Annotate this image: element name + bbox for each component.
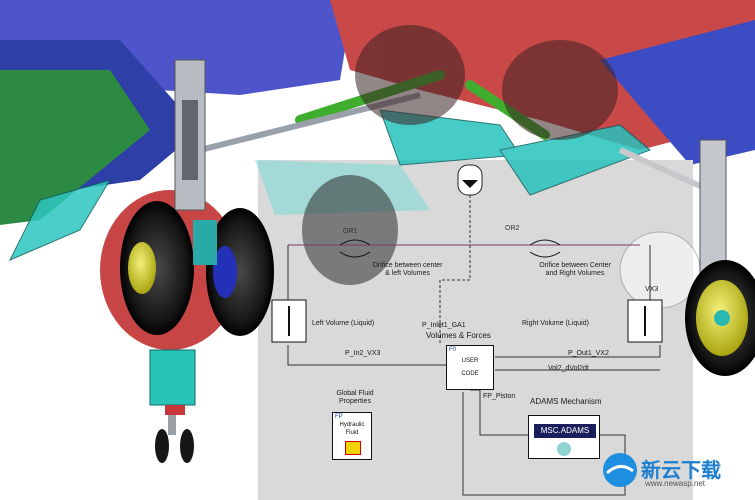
- adams-feedback-wire: [462, 392, 626, 496]
- left-tire-front: [120, 201, 194, 335]
- or1-tag: OR1: [343, 228, 358, 235]
- nose-tire-right: [180, 429, 194, 463]
- vx3-tag: VX3: [645, 286, 659, 293]
- user-code-line2: CODE: [461, 371, 479, 377]
- hydraulic-fluid-block[interactable]: FP Hydraulic Fluid: [332, 412, 372, 460]
- hydraulic-line1: Hydraulic: [339, 422, 365, 428]
- orifice-right-label: Orifice between Center and Right Volumes: [539, 262, 611, 277]
- accumulator-tank: [457, 164, 483, 196]
- p-inlet-wire: [439, 190, 471, 345]
- user-code-tag: F0: [449, 347, 457, 353]
- p-in2-label: P_In2_VX3: [345, 350, 381, 357]
- green-fairing: [0, 70, 150, 225]
- nose-gear-link: [165, 405, 185, 415]
- watermark-logo: [603, 453, 637, 487]
- left-rim-front: [128, 242, 156, 294]
- right-hub: [714, 310, 730, 326]
- right-volume-block: [627, 299, 663, 343]
- p-out-label: P_Out1_VX2: [568, 350, 609, 357]
- right-volume-label: Right Volume (Liquid): [522, 320, 589, 327]
- left-strut-piston: [182, 100, 198, 180]
- adams-mechanism-block[interactable]: MSC.ADAMS: [528, 415, 600, 459]
- p-out-wire: [495, 345, 661, 358]
- fp-tag: FP: [335, 414, 343, 420]
- retracted-wheel-1: [355, 25, 465, 125]
- nose-gear: [149, 349, 196, 463]
- nose-gear-leg: [168, 405, 176, 435]
- vol2-label: Vol2_dVol2dt: [548, 365, 589, 372]
- retracted-wheels: [302, 25, 701, 309]
- outer-door-left: [8, 179, 112, 261]
- right-main-gear: [685, 139, 755, 376]
- p-inlet-label: P_Inlet1_GA1: [422, 322, 466, 329]
- user-code-block[interactable]: F0 USER CODE: [446, 345, 494, 390]
- global-fluid-title: Global Fluid Properties: [336, 390, 374, 405]
- orifice-left-symbol: [339, 239, 371, 258]
- fluid-can-icon: [345, 441, 361, 455]
- left-volume-label: Left Volume (Liquid): [312, 320, 375, 327]
- hydraulic-line2: Fluid: [345, 430, 359, 436]
- left-main-gear: [120, 59, 274, 336]
- left-volume-block: [271, 299, 307, 343]
- diagram-connectors: [287, 190, 661, 496]
- orifice-right-symbol: [529, 239, 561, 258]
- left-axle-housing: [193, 220, 217, 265]
- orifice-left-label: Orifice between center & left Volumes: [372, 262, 443, 277]
- watermark-circle-icon: [603, 453, 637, 487]
- or2-tag: OR2: [505, 225, 520, 232]
- volumes-forces-label: Volumes & Forces: [426, 331, 491, 340]
- fp-piston-wire: [470, 389, 528, 436]
- nose-gear-box: [149, 349, 196, 406]
- watermark-url: www.newasp.net: [645, 479, 706, 488]
- p-in2-wire: [287, 345, 446, 366]
- adams-label: MSC.ADAMS: [534, 424, 596, 438]
- user-code-line1: USER: [461, 358, 479, 364]
- right-wing-surface: [600, 20, 755, 165]
- tank-arrow: [462, 180, 478, 188]
- left-rim-rear: [213, 246, 237, 298]
- nose-tire-left: [155, 429, 169, 463]
- fp-piston-label: FP_Piston: [483, 393, 516, 400]
- watermark-swoosh: [605, 465, 634, 475]
- adams-title: ADAMS Mechanism: [530, 397, 602, 406]
- retracted-wheel-2: [502, 40, 618, 140]
- watermark-brand: 新云下载: [641, 460, 721, 482]
- left-tire-rear: [206, 208, 274, 336]
- ghost-wheel-3: [302, 175, 398, 285]
- adams-gear-icon: [557, 442, 571, 456]
- left-oleo-strut: [174, 59, 206, 211]
